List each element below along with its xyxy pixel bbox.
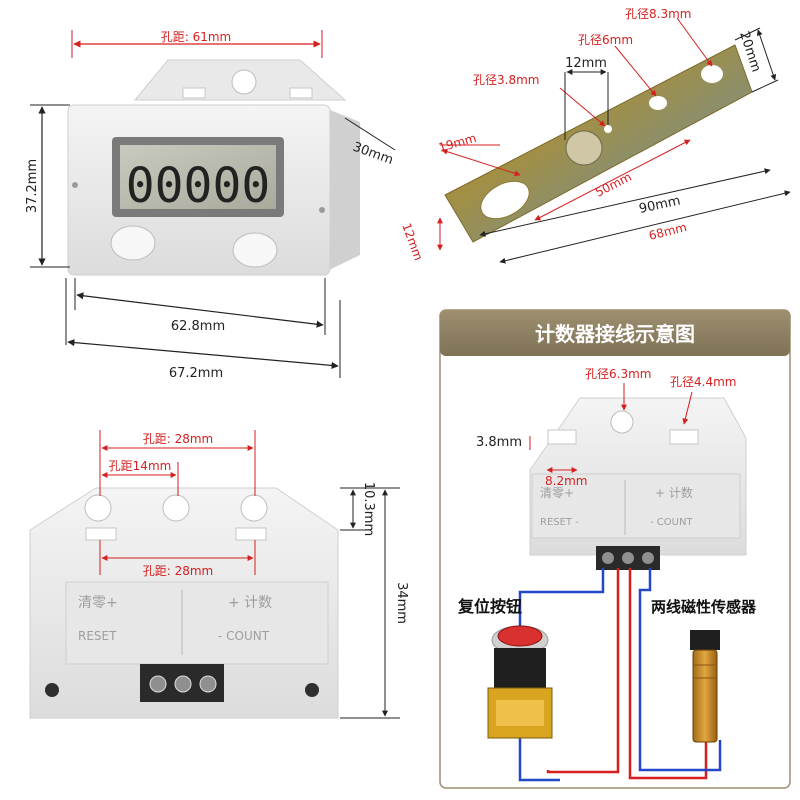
height-10-3-label: 10.3mm — [361, 482, 376, 536]
width-19-label: 19mm — [437, 131, 478, 155]
hole-14-label: 孔距14mm — [109, 459, 172, 473]
outer-width-label: 67.2mm — [169, 366, 223, 381]
hole-3-8-label: 孔径3.8mm — [473, 73, 539, 87]
wiring-count-cn-label: + 计数 — [655, 485, 693, 500]
hole-6-3-label: 孔径6.3mm — [585, 367, 651, 381]
width-12-label: 12mm — [565, 56, 607, 71]
width-90-label: 90mm — [638, 194, 682, 217]
wiring-title: 计数器接线示意图 — [535, 322, 695, 346]
wiring-panel: 计数器接线示意图 清零+ + 计数 RESET - - COUNT 孔径6.3m… — [439, 309, 791, 789]
back-count-cn-label: + 计数 — [228, 595, 272, 611]
wiring-reset-label: RESET - — [540, 517, 579, 528]
sensor-caption: 两线磁性传感器 — [651, 598, 757, 616]
reset-button-caption: 复位按钮 — [457, 597, 522, 616]
counter-back-view: 清零+ + 计数 RESET - COUNT — [29, 487, 339, 719]
magnetic-sensor-illustration — [690, 630, 720, 743]
wiring-reset-cn-label: 清零+ — [540, 486, 574, 500]
height-37-2-label: 37.2mm — [25, 159, 40, 213]
reset-button-illustration — [487, 625, 553, 739]
hole-28-top-label: 孔距: 28mm — [143, 432, 214, 446]
hole-spacing-61-label: 孔距: 61mm — [161, 30, 232, 44]
height-12-label: 12mm — [399, 221, 425, 262]
back-count-label: - COUNT — [218, 629, 270, 643]
width-68-label: 68mm — [647, 220, 688, 243]
back-view-dimensions: 孔距: 28mm 孔距14mm 孔距: 28mm 10.3mm 34mm — [99, 430, 409, 719]
back-reset-cn-label: 清零+ — [78, 595, 118, 611]
wiring-count-label: - COUNT — [650, 517, 693, 528]
lcd-display: 00000 — [126, 158, 271, 214]
inner-width-label: 62.8mm — [171, 319, 225, 334]
top-left-dimensions: 孔距: 61mm 37.2mm 30mm 62.8mm 67.2mm — [25, 30, 396, 381]
hole-6-label: 孔径6mm — [578, 33, 633, 47]
terminal-block — [149, 675, 217, 693]
width-8-2-label: 8.2mm — [545, 474, 587, 488]
height-34-label: 34mm — [394, 582, 409, 624]
hole-28-bottom-label: 孔距: 28mm — [143, 564, 214, 578]
counter-front-view: 00000 — [67, 59, 360, 276]
hole-4-4-label: 孔径4.4mm — [670, 375, 736, 389]
hole-8-3-label: 孔径8.3mm — [625, 7, 691, 21]
height-3-8-label: 3.8mm — [476, 435, 522, 450]
back-reset-label: RESET — [78, 629, 117, 643]
